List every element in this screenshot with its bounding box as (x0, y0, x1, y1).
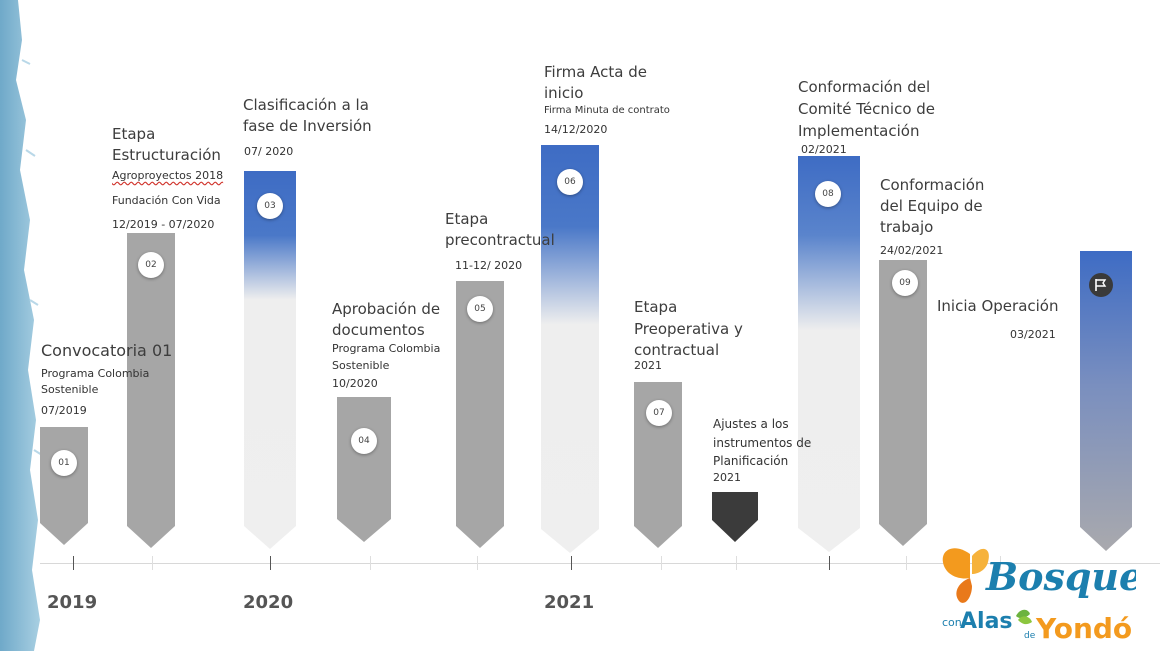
axis-minor-tick (370, 556, 371, 570)
logo-alas-text: Alas (960, 609, 1013, 634)
milestone-ajustes-title: Planificación (713, 454, 789, 468)
milestone-03-pillar (244, 171, 296, 549)
milestone-03-title: fase de Inversión (243, 117, 372, 135)
milestone-01-number-badge: 01 (51, 450, 77, 476)
milestone-02-pillar (127, 233, 175, 548)
axis-tick (270, 556, 271, 570)
milestone-06-date: 14/12/2020 (544, 123, 608, 136)
axis-tick (73, 556, 74, 570)
axis-tick (829, 556, 830, 570)
axis-tick (571, 556, 572, 570)
milestone-05-number-badge: 05 (467, 296, 493, 322)
milestone-07-title: Preoperativa y (634, 320, 743, 338)
milestone-02-title: Estructuración (112, 146, 221, 164)
year-label-2021: 2021 (544, 592, 595, 613)
milestone-04-title: Aprobación de (332, 300, 441, 318)
milestone-04-number-badge: 04 (351, 428, 377, 454)
milestone-01-date: 07/2019 (41, 404, 87, 417)
axis-minor-tick (736, 556, 737, 570)
milestone-final-date: 03/2021 (1010, 328, 1056, 341)
milestone-ajustes-title: instrumentos de (713, 436, 812, 450)
milestone-02-detail: Agroproyectos 2018 (112, 169, 224, 182)
milestone-01-title: Convocatoria 01 (41, 341, 173, 360)
milestone-09-title: Conformación (880, 176, 985, 194)
milestone-07-date: 2021 (634, 359, 662, 372)
milestone-06-number-badge: 06 (557, 169, 583, 195)
flag-icon (1089, 273, 1113, 297)
milestone-ajustes-date: 2021 (713, 471, 741, 484)
milestone-08-title: Comité Técnico de (798, 100, 936, 118)
milestone-08-title: Implementación (798, 122, 920, 140)
milestone-09-number-badge: 09 (892, 270, 918, 296)
milestone-01-detail: Sostenible (41, 383, 99, 396)
milestone-07-number-badge: 07 (646, 400, 672, 426)
milestone-02-title: Etapa (112, 125, 156, 143)
milestone-02-number-badge: 02 (138, 252, 164, 278)
year-label-2020: 2020 (243, 592, 294, 613)
milestone-05-title: Etapa (445, 210, 489, 228)
milestone-07-title: Etapa (634, 298, 678, 316)
bosques-con-alas-de-yondo-logo: Bosques con Alas de Yondó (936, 540, 1160, 645)
milestone-ajustes-title: Ajustes a los (713, 417, 789, 431)
watercolor-edge (0, 0, 43, 651)
milestone-06-title: inicio (544, 84, 584, 102)
milestone-07-pillar (634, 382, 682, 548)
axis-minor-tick (152, 556, 153, 570)
milestone-08-number-badge: 08 (815, 181, 841, 207)
axis-minor-tick (1000, 556, 1001, 570)
milestone-04-detail: Sostenible (332, 359, 390, 372)
milestone-08-pillar (798, 156, 860, 552)
milestone-04-pillar (337, 397, 391, 542)
milestone-01-pillar (40, 427, 88, 545)
milestone-final-pillar (1080, 251, 1132, 551)
milestone-09-date: 24/02/2021 (880, 244, 944, 257)
milestone-09-pillar (879, 260, 927, 546)
logo-con-text: con (942, 616, 962, 629)
logo-de-text: de (1024, 631, 1036, 641)
milestone-08-date: 02/2021 (801, 143, 847, 156)
milestone-04-detail: Programa Colombia (332, 342, 441, 355)
milestone-04-date: 10/2020 (332, 377, 378, 390)
logo-bosques-text: Bosques (985, 554, 1136, 599)
milestone-06-pillar (541, 145, 599, 553)
axis-minor-tick (661, 556, 662, 570)
milestone-09-title: del Equipo de (880, 197, 983, 215)
logo-yondo-text: Yondó (1035, 612, 1132, 645)
milestone-03-title: Clasificación a la (243, 96, 369, 114)
milestone-07-title: contractual (634, 341, 720, 359)
milestone-03-date: 07/ 2020 (244, 145, 294, 158)
milestone-09-title: trabajo (880, 218, 934, 236)
milestone-05-pillar (456, 281, 504, 548)
year-label-2019: 2019 (47, 592, 98, 613)
milestone-04-title: documentos (332, 321, 425, 339)
milestone-06-title: Firma Acta de (544, 63, 648, 81)
axis-minor-tick (906, 556, 907, 570)
axis-minor-tick (477, 556, 478, 570)
milestone-02-date: 12/2019 - 07/2020 (112, 218, 215, 231)
milestone-06-detail: Firma Minuta de contrato (544, 105, 670, 116)
milestone-08-title: Conformación del (798, 78, 931, 96)
milestone-05-title: precontractual (445, 231, 555, 249)
milestone-01-detail: Programa Colombia (41, 367, 150, 380)
milestone-05-date: 11-12/ 2020 (455, 259, 523, 272)
milestone-03-number-badge: 03 (257, 193, 283, 219)
milestone-final-title: Inicia Operación (937, 297, 1059, 315)
milestone-02-detail: Fundación Con Vida (112, 194, 221, 207)
milestone-ajustes-pillar (712, 492, 758, 542)
timeline-axis (40, 563, 1160, 564)
